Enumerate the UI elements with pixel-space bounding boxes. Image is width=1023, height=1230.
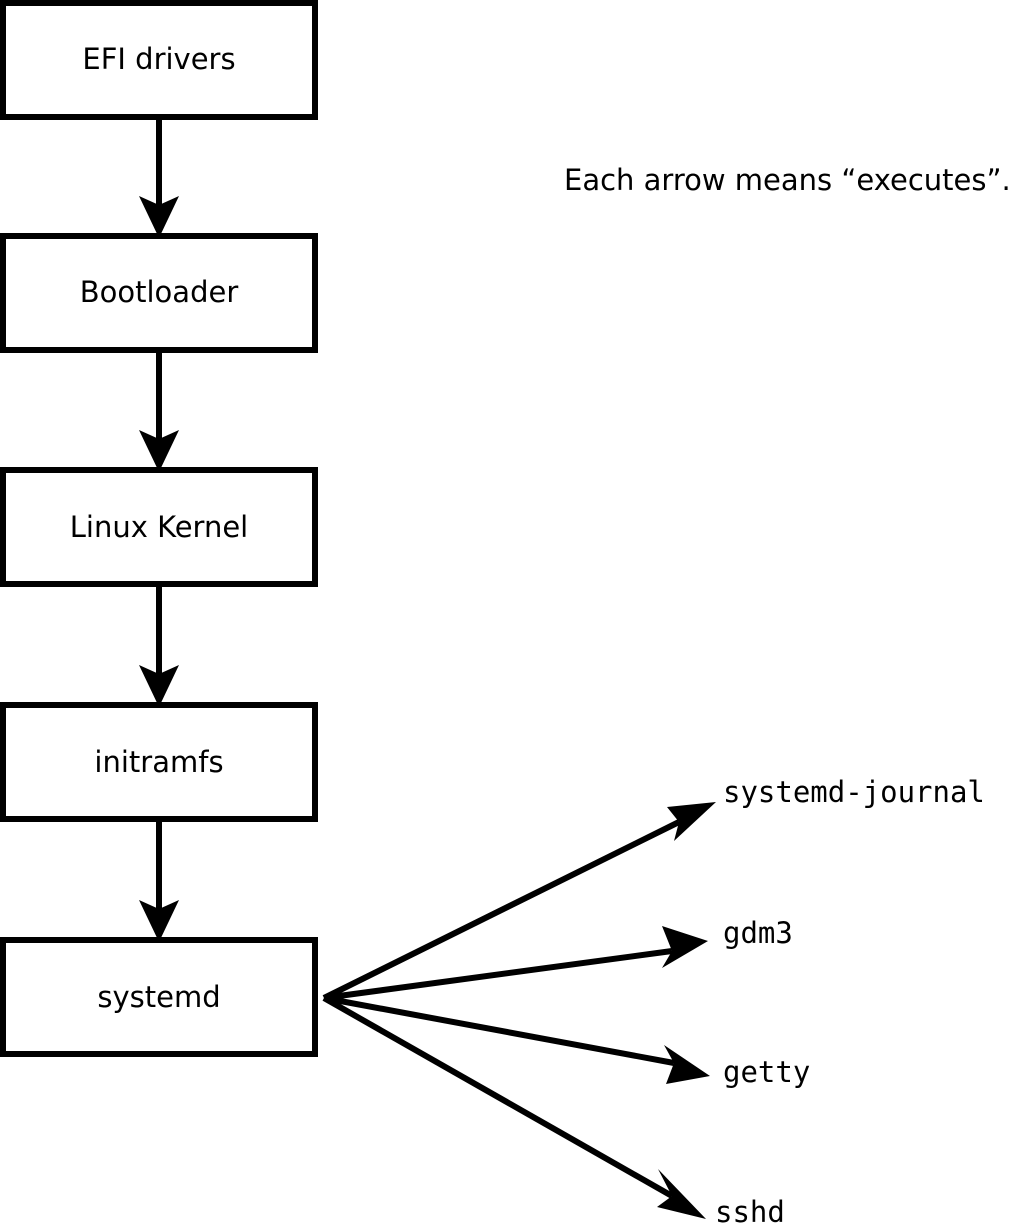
legend-note: Each arrow means “executes”. [564,163,1011,197]
box-label-systemd: systemd [97,980,220,1014]
leaf-label-gdm3: gdm3 [723,916,793,950]
chain-arrow-initramfs-to-systemd [139,819,179,942]
box-label-bootloader: Bootloader [80,275,239,309]
chain-arrow-efi-to-bootloader [139,117,179,238]
fan-arrow-sshd [322,995,706,1219]
leaf-label-sshd: sshd [715,1195,785,1229]
chain-arrow-bootloader-to-kernel [139,350,179,472]
fan-arrow-gdm3 [323,926,708,1001]
box-efi-drivers[interactable]: EFI drivers [0,0,318,120]
box-initramfs[interactable]: initramfs [0,702,318,822]
fan-arrow-getty [323,995,710,1084]
box-label-initramfs: initramfs [94,745,223,779]
leaf-label-systemd-journal: systemd-journal [723,775,985,809]
box-systemd[interactable]: systemd [0,937,318,1057]
box-label-linux-kernel: Linux Kernel [70,510,248,544]
chain-arrow-kernel-to-initramfs [139,584,179,707]
leaf-label-getty: getty [723,1055,810,1089]
box-label-efi-drivers: EFI drivers [82,42,235,76]
box-bootloader[interactable]: Bootloader [0,233,318,353]
box-linux-kernel[interactable]: Linux Kernel [0,467,318,587]
fan-arrow-systemd-journal [322,802,716,1001]
